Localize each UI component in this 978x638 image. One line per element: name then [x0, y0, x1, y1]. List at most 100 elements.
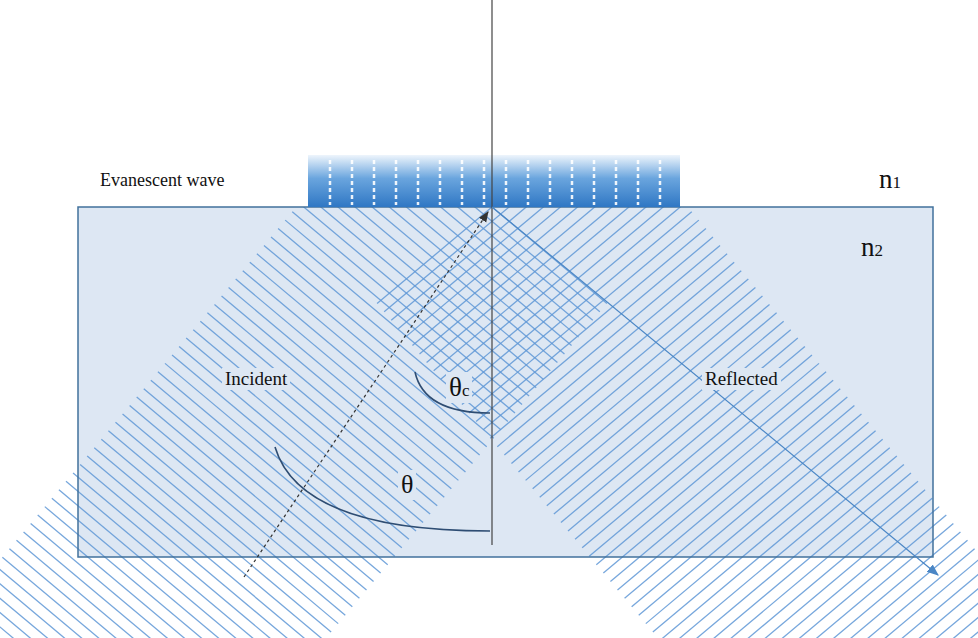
wavefront-line [469, 220, 699, 413]
wavefront-line [462, 212, 692, 405]
evanescent-dash [659, 160, 662, 205]
wavefront-line [646, 431, 876, 624]
evanescent-dash [615, 160, 618, 205]
wavefront-line [540, 304, 770, 497]
wavefront-line [603, 380, 833, 573]
wavefront-line [193, 330, 423, 523]
wavefront-line [702, 498, 932, 638]
evanescent-dash [483, 160, 486, 205]
index-label: n2 [858, 232, 886, 263]
wavefront-line [695, 490, 925, 638]
wavefront-line [0, 599, 197, 638]
wavefront-line [0, 591, 204, 638]
wavefront-line [335, 207, 565, 354]
evanescent-dash [351, 160, 354, 205]
wavefront-line [632, 414, 862, 607]
wavefront-line [653, 439, 883, 632]
wavefront-line [278, 229, 508, 422]
wavefront-line [794, 608, 978, 638]
wavefront-line [547, 313, 777, 506]
evanescent-dash [395, 160, 398, 205]
wavefront-line [483, 237, 713, 430]
wavefront-line [773, 582, 978, 638]
beam-hatching [0, 207, 978, 638]
evanescent-dash [439, 160, 442, 205]
wavefront-line [52, 498, 282, 638]
evanescent-dashes [330, 160, 660, 205]
wavefront-line [731, 532, 961, 638]
wavefront-line [108, 431, 338, 624]
wavefront-line [688, 481, 918, 638]
evanescent-dash [571, 160, 574, 205]
wavefront-line [575, 347, 805, 540]
wavefront-line [66, 481, 296, 638]
wavefront-line [207, 313, 437, 506]
index-label: n1 [876, 164, 904, 195]
wavefront-line [144, 389, 374, 582]
wavefront-line [38, 515, 268, 638]
wavefront-lines [0, 207, 607, 638]
angle-label: θ [398, 470, 416, 500]
wavefront-line [59, 490, 289, 638]
wavefront-line [441, 207, 671, 379]
wavefront-line [554, 321, 784, 514]
wavefront-line [716, 515, 946, 638]
wavefront-line [780, 591, 978, 638]
wavefront-line [0, 582, 211, 638]
critical-angle-arc [415, 372, 490, 413]
evanescent-dash [527, 160, 530, 205]
reflected-ray [492, 207, 938, 575]
beam-label: Reflected [702, 368, 781, 390]
wavefront-line [0, 616, 183, 638]
wavefront-line [384, 207, 614, 312]
wavefront-line [101, 439, 331, 632]
angle-label: θc [446, 372, 472, 403]
wavefront-line [158, 372, 388, 565]
wavefront-line [808, 625, 978, 638]
wavefront-line [476, 229, 706, 422]
wavefront-line [9, 549, 239, 638]
evanescent-dash [637, 160, 640, 205]
normal-line [491, 0, 492, 545]
wavefront-line [709, 507, 939, 638]
wavefront-line [24, 532, 254, 638]
wavefront-line [448, 207, 678, 388]
wavefront-line [660, 448, 890, 638]
wavefront-line [617, 397, 847, 590]
evanescent-dash [549, 160, 552, 205]
wavefront-line [801, 616, 978, 638]
wavefront-line [45, 507, 275, 638]
evanescent-dash [505, 160, 508, 205]
wavefront-line [639, 422, 869, 615]
wavefront-line [271, 237, 501, 430]
evanescent-field [308, 155, 680, 207]
wavefront-line [179, 347, 409, 540]
evanescent-dash [461, 160, 464, 205]
wavefront-lines [377, 207, 978, 638]
wavefront-line [490, 245, 720, 438]
wavefront-line [568, 338, 798, 531]
wavefront-line [222, 296, 452, 489]
wavefront-line [596, 372, 826, 565]
wavefront-line [420, 207, 650, 354]
wavefront-line [137, 397, 367, 590]
evanescent-dash [329, 160, 332, 205]
angle-arc [275, 447, 490, 531]
evanescent-dash [373, 160, 376, 205]
wavefront-line [391, 207, 621, 320]
wavefront-line [625, 406, 855, 599]
wavefront-line [504, 262, 734, 455]
wavefront-line [610, 389, 840, 582]
wavefront-line [16, 540, 246, 638]
wavefront-line [123, 414, 353, 607]
wavefront-line [0, 608, 190, 638]
beam-label: Incident [222, 368, 290, 390]
wavefront-line [250, 262, 480, 455]
wavefront-line [2, 557, 232, 638]
wavefront-line [766, 574, 978, 638]
wavefront-line [582, 355, 812, 548]
evanescent-dash [417, 160, 420, 205]
wavefront-line [455, 207, 685, 396]
wavefront-line [370, 207, 600, 312]
